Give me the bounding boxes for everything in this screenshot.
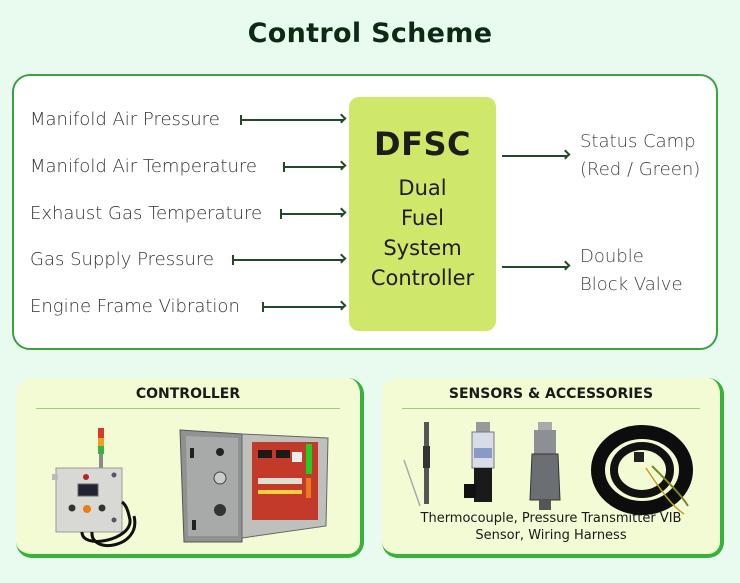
controller-panel: CONTROLLER <box>16 378 364 558</box>
input-manifold-air-pressure: Manifold Air Pressure <box>30 106 220 132</box>
controller-name-line: Fuel <box>401 206 444 230</box>
panel-title: SENSORS & ACCESSORIES <box>448 386 654 402</box>
panel-divider <box>402 408 700 409</box>
output-status-lamp: Status Camp (Red / Green) <box>580 128 700 184</box>
output-line: (Red / Green) <box>580 159 701 180</box>
vibration-sensor-image <box>529 422 561 510</box>
panel-divider <box>36 408 340 409</box>
output-line: Block Valve <box>580 274 683 295</box>
sensors-accessories-panel: SENSORS & ACCESSORIES Thermocouple, Pres… <box>382 378 724 558</box>
input-arrow <box>280 209 344 219</box>
caption-line: Sensor, Wiring Harness <box>475 528 627 543</box>
controller-abbreviation: DFSC <box>374 125 471 163</box>
thermocouple-image <box>403 422 430 507</box>
controller-name-line: System <box>383 236 462 260</box>
input-label: Manifold Air Pressure <box>30 108 220 130</box>
input-manifold-air-temperature: Manifold Air Temperature <box>30 153 257 179</box>
control-box-with-signal-tower-image <box>52 428 137 547</box>
input-arrow <box>262 302 344 312</box>
output-line: Status Camp <box>580 131 696 152</box>
output-line: Double <box>580 246 644 267</box>
input-label: Engine Frame Vibration <box>30 295 240 317</box>
input-exhaust-gas-temperature: Exhaust Gas Temperature <box>30 200 262 226</box>
controller-name-line: Controller <box>370 266 475 290</box>
open-control-cabinet-image <box>179 429 329 543</box>
page-title: Control Scheme <box>247 18 493 49</box>
input-label: Manifold Air Temperature <box>30 155 257 177</box>
input-arrow <box>283 162 344 172</box>
input-label: Exhaust Gas Temperature <box>30 202 263 224</box>
input-engine-frame-vibration: Engine Frame Vibration <box>30 293 240 319</box>
input-arrow <box>232 255 344 265</box>
output-arrow <box>502 266 568 268</box>
controller-full-name: Dual Fuel System Controller <box>349 173 496 293</box>
panel-title: CONTROLLER <box>135 386 241 402</box>
controller-name-line: Dual <box>398 176 447 200</box>
input-gas-supply-pressure: Gas Supply Pressure <box>30 246 214 272</box>
output-double-block-valve: Double Block Valve <box>580 243 683 299</box>
input-arrow <box>240 115 344 125</box>
sensors-caption: Thermocouple, Pressure Transmitter VIB S… <box>382 510 720 544</box>
pressure-transmitter-image <box>464 422 495 502</box>
caption-line: Thermocouple, Pressure Transmitter VIB <box>420 511 682 526</box>
wiring-harness-image <box>591 425 693 515</box>
dfsc-controller-box: DFSC Dual Fuel System Controller <box>349 97 496 331</box>
output-arrow <box>502 155 568 157</box>
input-label: Gas Supply Pressure <box>30 248 214 270</box>
